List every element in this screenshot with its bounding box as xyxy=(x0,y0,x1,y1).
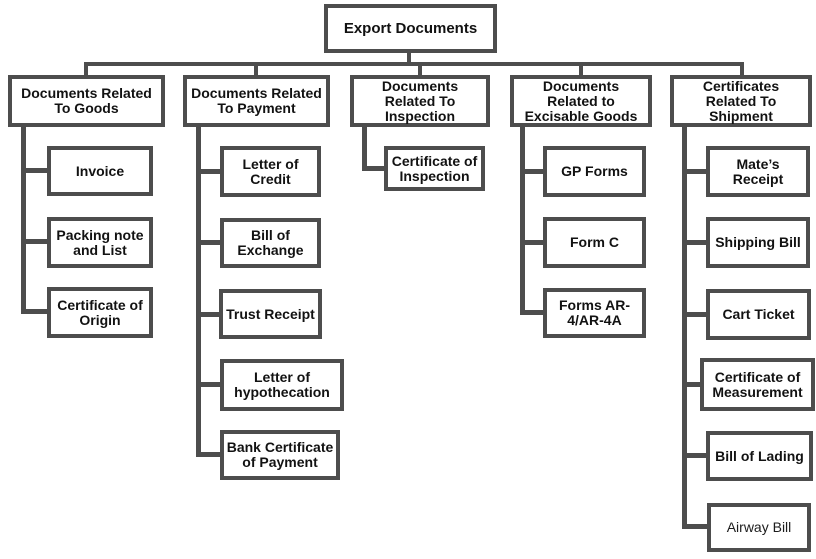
connector-stub-cart-ticket xyxy=(682,312,708,317)
connector-stub-bank-certificate xyxy=(196,452,222,457)
connector-stub-letter-of-credit xyxy=(196,169,222,174)
node-letter-of-hypothecation: Letter of hypothecation xyxy=(220,359,344,411)
node-bank-certificate-of-payment: Bank Certificate of Payment xyxy=(220,430,340,480)
connector-stub-form-c xyxy=(520,240,545,245)
connector-top-rail xyxy=(84,62,744,66)
node-letter-of-credit: Letter of Credit xyxy=(220,146,321,197)
node-mates-receipt: Mate’s Receipt xyxy=(706,146,810,197)
node-documents-related-to-excisable-goods: Documents Related to Excisable Goods xyxy=(510,75,652,127)
connector-stub-packing-note xyxy=(21,239,49,244)
node-invoice: Invoice xyxy=(47,146,153,196)
connector-stub-airway-bill xyxy=(682,524,709,529)
connector-stub-certificate-of-origin xyxy=(21,309,49,314)
node-shipping-bill: Shipping Bill xyxy=(706,217,810,268)
node-certificate-of-inspection: Certificate of Inspection xyxy=(384,146,485,191)
connector-stub-trust-receipt xyxy=(196,312,222,317)
node-bill-of-exchange: Bill of Exchange xyxy=(220,218,321,268)
node-certificates-related-to-shipment: Certificates Related To Shipment xyxy=(670,75,812,127)
connector-stub-bill-of-exchange xyxy=(196,240,222,245)
node-cart-ticket: Cart Ticket xyxy=(706,289,811,340)
connector-stub-letter-of-hypothecation xyxy=(196,382,222,387)
connector-root-stub xyxy=(407,52,411,63)
connector-drop-shipment xyxy=(740,62,744,76)
connector-stub-certificate-of-measurement xyxy=(682,382,702,387)
connector-stub-bill-of-lading xyxy=(682,453,708,458)
node-bill-of-lading: Bill of Lading xyxy=(706,431,813,481)
node-packing-note-and-list: Packing note and List xyxy=(47,217,153,268)
connector-stem-excisable xyxy=(520,127,525,315)
connector-stub-forms-ar4 xyxy=(520,310,545,315)
connector-drop-inspection xyxy=(418,62,422,76)
node-certificate-of-origin: Certificate of Origin xyxy=(47,287,153,338)
node-documents-related-to-payment: Documents Related To Payment xyxy=(183,75,330,127)
connector-stem-payment xyxy=(196,127,201,457)
node-forms-ar4-ar4a: Forms AR- 4/AR-4A xyxy=(543,288,646,338)
node-gp-forms: GP Forms xyxy=(543,146,646,197)
node-certificate-of-measurement: Certificate of Measurement xyxy=(700,358,815,411)
connector-stub-shipping-bill xyxy=(682,240,708,245)
connector-stub-invoice xyxy=(21,168,49,173)
node-documents-related-to-goods: Documents Related To Goods xyxy=(8,75,165,127)
connector-drop-goods xyxy=(84,62,88,76)
connector-stem-inspection xyxy=(362,127,367,171)
node-documents-related-to-inspection: Documents Related To Inspection xyxy=(350,75,490,127)
connector-stub-certificate-of-inspection xyxy=(362,166,386,171)
connector-stem-goods xyxy=(21,127,26,314)
node-trust-receipt: Trust Receipt xyxy=(219,289,322,339)
node-form-c: Form C xyxy=(543,217,646,268)
node-export-documents: Export Documents xyxy=(324,4,497,53)
node-airway-bill: Airway Bill xyxy=(707,503,811,552)
connector-drop-payment xyxy=(254,62,258,76)
connector-stub-mates-receipt xyxy=(682,169,708,174)
connector-drop-excisable xyxy=(579,62,583,76)
connector-stem-shipment xyxy=(682,127,687,529)
connector-stub-gp-forms xyxy=(520,169,545,174)
